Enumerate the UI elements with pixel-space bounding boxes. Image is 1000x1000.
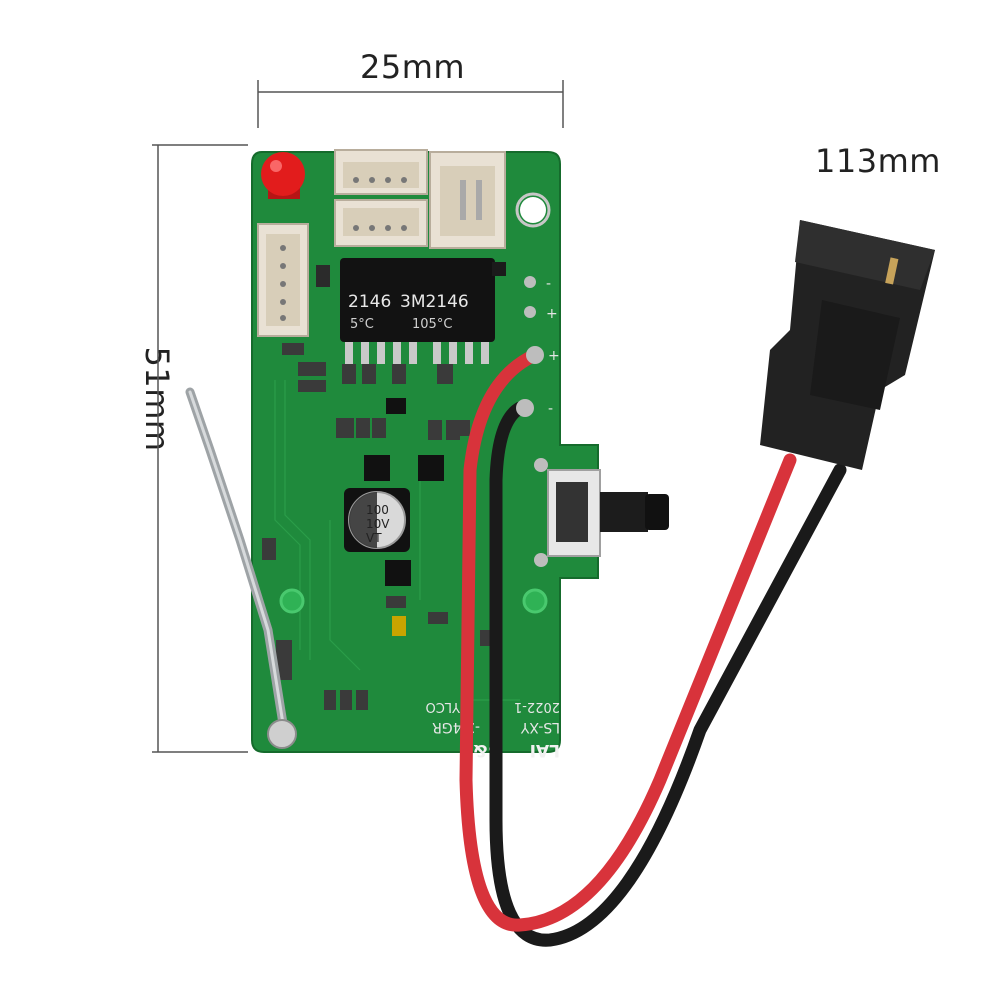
red-led [261, 152, 305, 199]
capacitor-voltage: 10V [366, 517, 390, 531]
silk-line-5: LAI [530, 740, 560, 760]
ic-chip: 2146 3M2146 5°C 105°C [340, 258, 506, 364]
cable-length-label: 113mm [815, 142, 941, 180]
red-wire [459, 348, 797, 932]
power-wires [459, 346, 847, 947]
power-pads: + - + - [524, 276, 560, 417]
black-wire [489, 401, 847, 947]
board-hole-right [522, 588, 548, 614]
pad-minus-label: - [546, 276, 551, 292]
electrolytic-capacitor: 100 10V VT [344, 488, 410, 552]
width-dimension-line [257, 80, 564, 128]
mounting-hole [520, 197, 546, 223]
wire-pad-plus-label: + [548, 348, 560, 364]
connector-2pin [429, 151, 506, 249]
wire-pad-minus-label: - [548, 401, 553, 417]
ic-text-right: 3M2146 [400, 292, 469, 312]
silk-line-2: LS-XY [520, 719, 560, 735]
height-dimension-line [152, 144, 248, 753]
width-dimension-label: 25mm [360, 48, 466, 86]
silk-line-4: YLCO [426, 699, 462, 714]
jst-connector [760, 220, 935, 470]
ic-temp-left: 5°C [350, 317, 374, 332]
smd-components [262, 265, 490, 710]
pcb-board [251, 151, 599, 753]
ic-temp-right: 105°C [412, 317, 452, 332]
board-hole-left [279, 588, 305, 614]
pad-plus-label: + [546, 306, 558, 322]
ic-text-left: 2146 [348, 292, 391, 312]
connector-4pin-top [334, 149, 428, 195]
capacitor-series: VT [366, 531, 382, 545]
capacitor-value: 100 [366, 503, 389, 517]
connector-4pin-bottom [334, 199, 428, 247]
antenna-wire [185, 387, 297, 749]
connector-5pin-side [257, 223, 309, 337]
push-switch [534, 458, 669, 567]
silk-line-1: 2022-1 [514, 699, 560, 714]
